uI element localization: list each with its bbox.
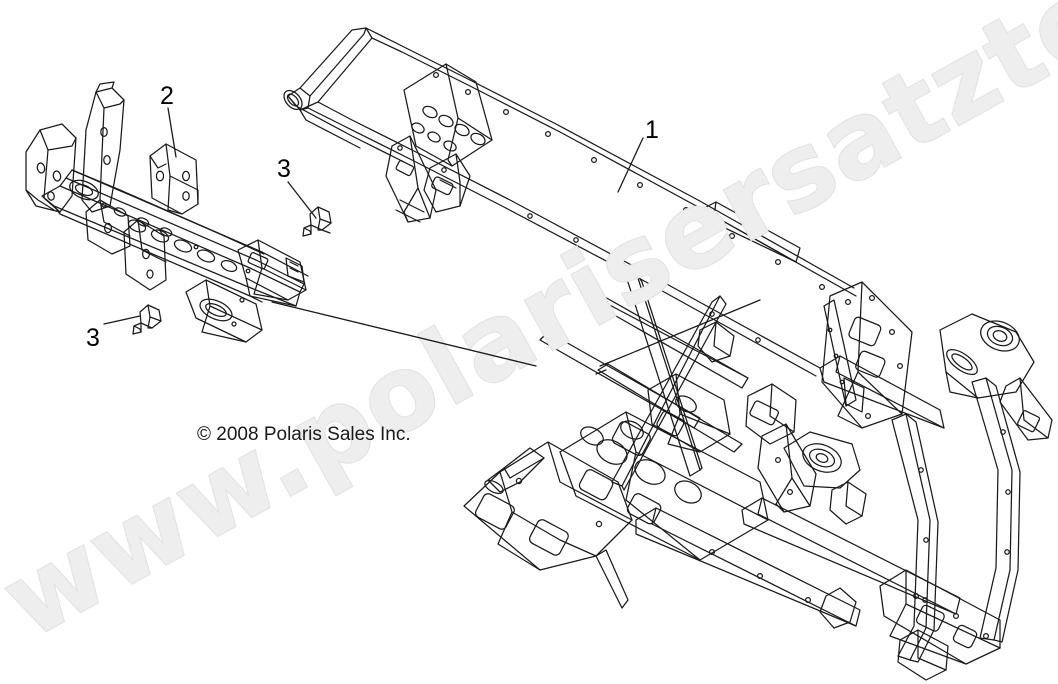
- part-3-bolt-upper: [302, 206, 332, 237]
- callout-number-2[interactable]: 2: [160, 82, 174, 110]
- front-rack-subassembly: [25, 81, 309, 343]
- callout-number-3-upper[interactable]: 3: [277, 155, 291, 183]
- main-frame-chassis: [283, 27, 1053, 681]
- callout-number-1[interactable]: 1: [645, 116, 659, 144]
- rear-right-tube: [971, 377, 1013, 641]
- shock-tower-plate: [821, 281, 913, 429]
- part-3-bolt-lower: [132, 304, 162, 335]
- copyright-notice: © 2008 Polaris Sales Inc.: [197, 424, 411, 445]
- floorboard-left: [463, 441, 633, 571]
- callout-number-3-lower[interactable]: 3: [86, 324, 100, 352]
- center-skid-plate: [559, 411, 769, 561]
